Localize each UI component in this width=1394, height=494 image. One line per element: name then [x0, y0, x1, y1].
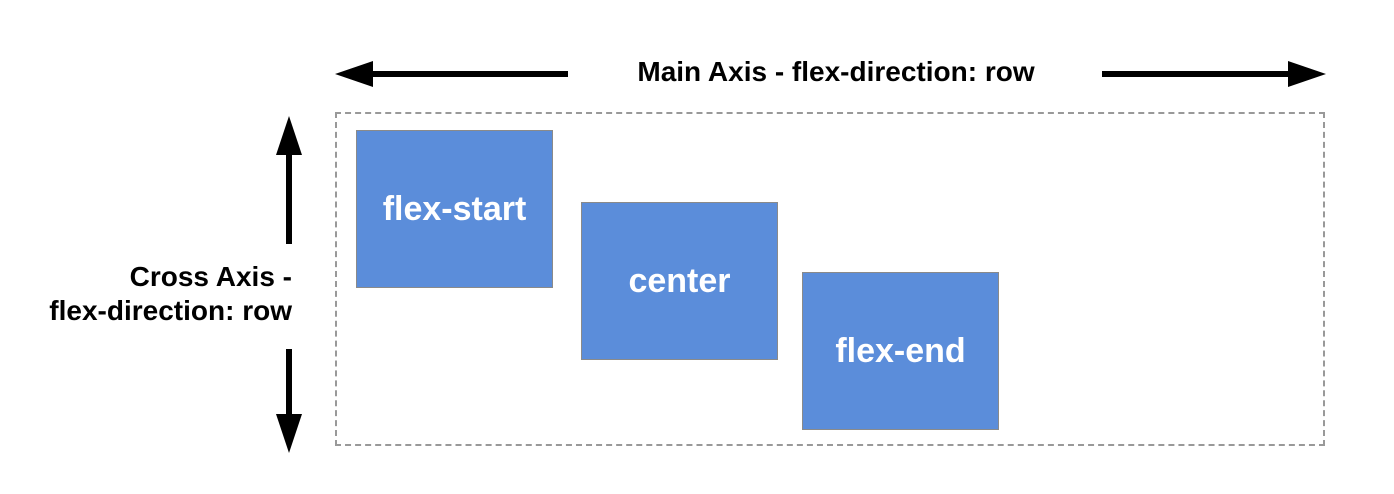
arrow-right-icon: [1102, 61, 1326, 87]
cross-axis-label-line2: flex-direction: row: [49, 295, 292, 326]
arrow-down-icon: [276, 349, 302, 453]
cross-axis-label-line1: Cross Axis -: [129, 261, 292, 292]
cross-axis-label: Cross Axis - flex-direction: row: [0, 260, 292, 328]
main-axis-label: Main Axis - flex-direction: row: [637, 56, 1035, 87]
arrow-up-icon: [276, 116, 302, 244]
arrow-left-icon: [335, 61, 568, 87]
flex-item-flex-start: flex-start: [356, 130, 553, 288]
flex-container: [335, 112, 1325, 446]
flex-item-flex-end: flex-end: [802, 272, 999, 430]
flex-item-center: center: [581, 202, 778, 360]
